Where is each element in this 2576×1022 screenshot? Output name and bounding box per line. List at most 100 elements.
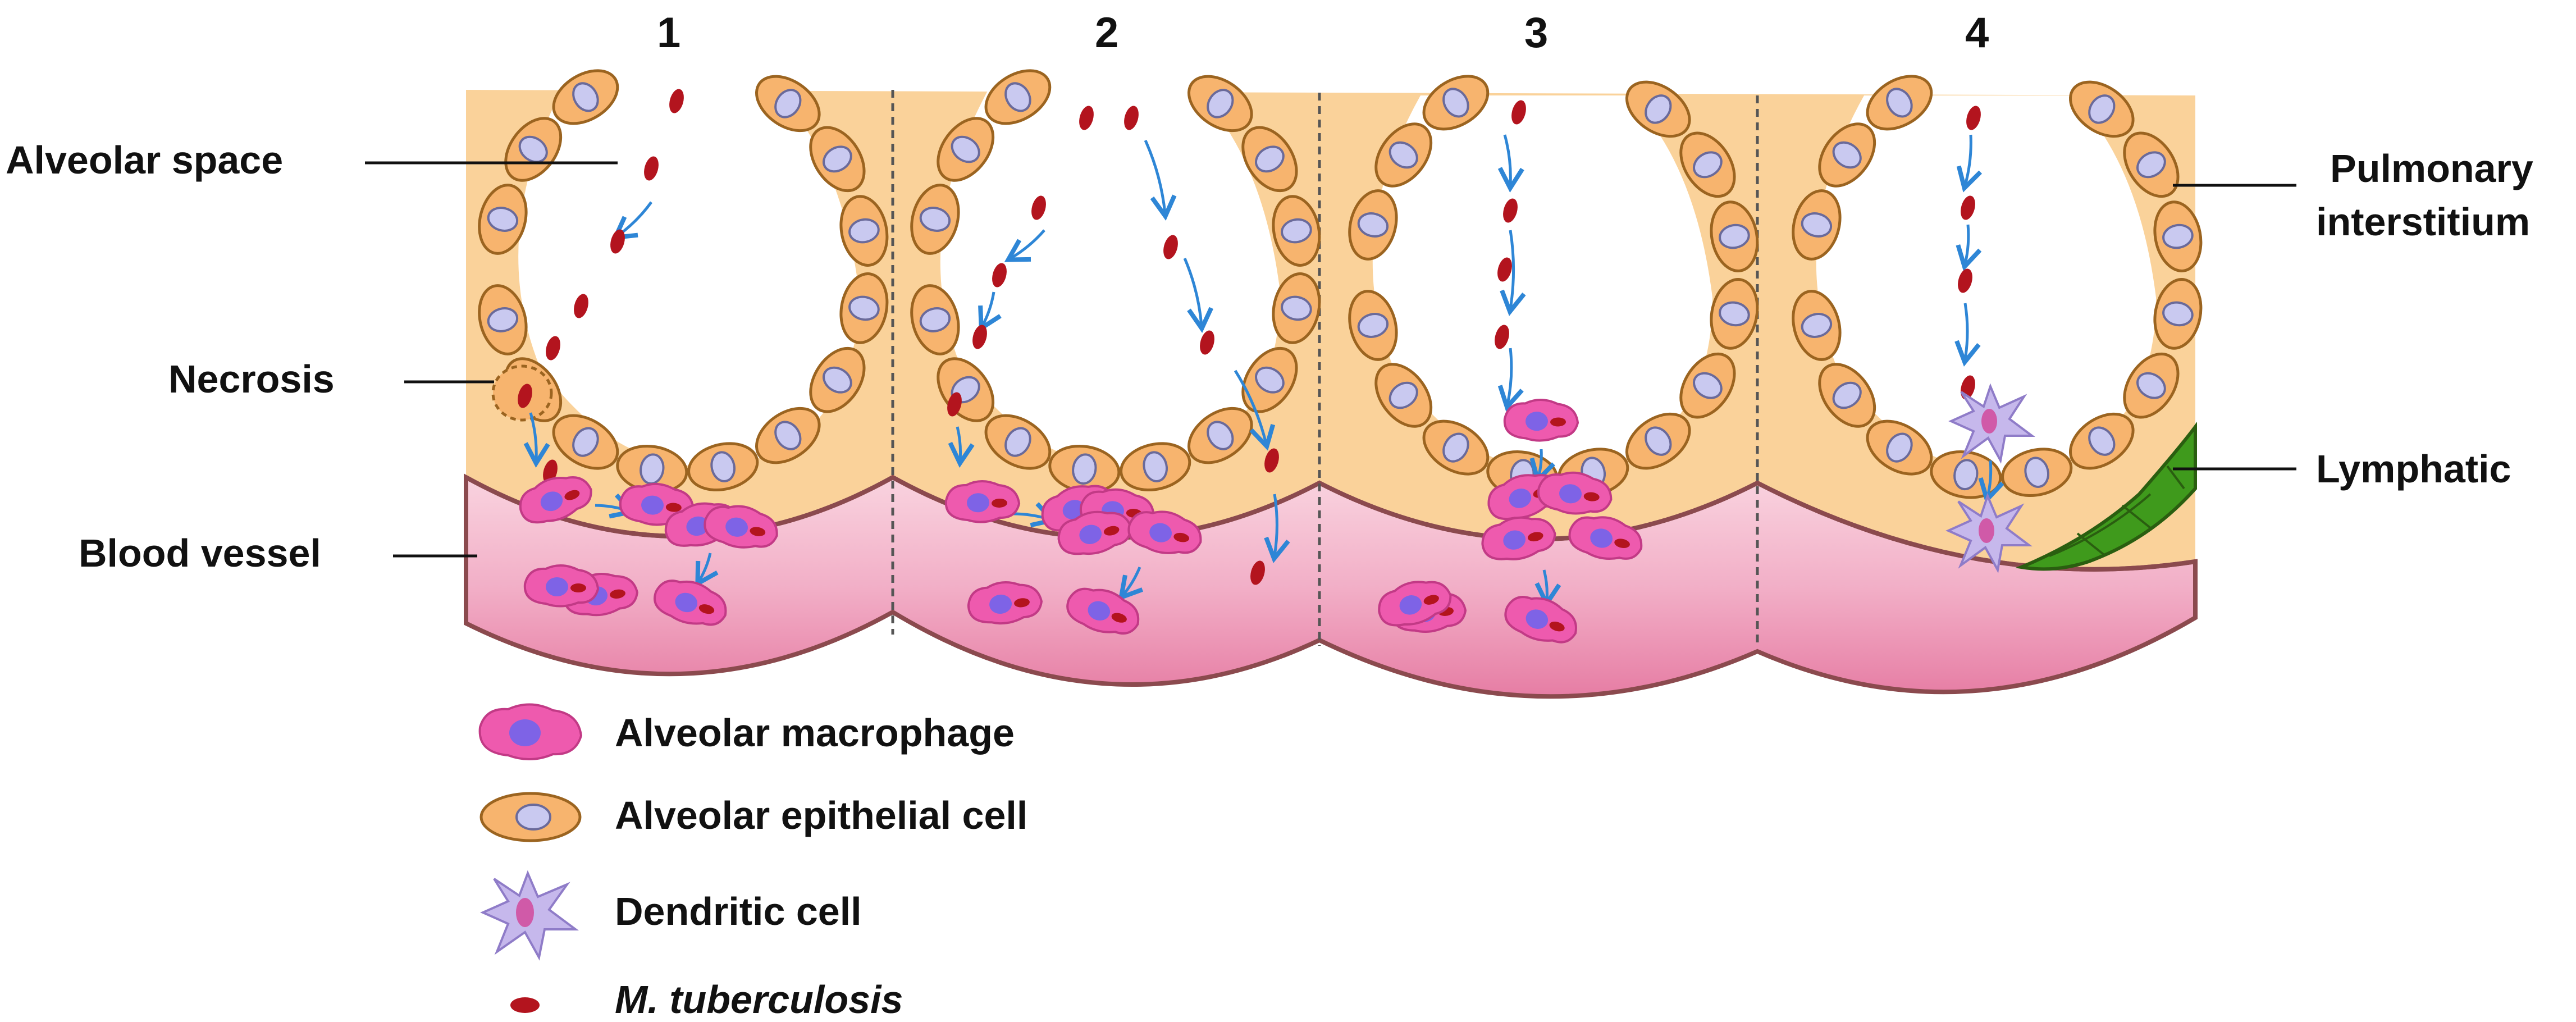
bacterium [1961, 195, 1975, 220]
epithelial-cell [809, 126, 866, 193]
bacterium [947, 392, 962, 417]
lymphatic-vessel [2015, 422, 2197, 571]
migration-arrow [1144, 139, 1177, 221]
epithelial-cell [2153, 278, 2203, 350]
migration-arrow [978, 291, 1002, 332]
panel-number-3: 3 [1524, 9, 1549, 57]
bacterium [518, 384, 532, 408]
macrophage [967, 581, 1043, 625]
epithelial-cell [2123, 352, 2180, 419]
bacterium [610, 229, 625, 254]
migration-arrow [1954, 303, 1981, 367]
epithelial-cell [1679, 352, 1736, 419]
bacterium [1497, 257, 1512, 282]
migration-arrow [1956, 134, 1983, 193]
bacterium [1958, 268, 1972, 293]
epithelial-cell [755, 407, 821, 464]
migration-arrow [1497, 134, 1524, 193]
epithelial-cell [504, 117, 563, 182]
migration-arrows [523, 134, 2004, 609]
bacterium [669, 89, 684, 113]
epithelial-cell [839, 272, 889, 344]
migration-arrow [1534, 569, 1561, 609]
epithelial-cell [1348, 189, 1398, 261]
epithelial-cell [1792, 189, 1842, 261]
epithelial-cell [809, 346, 866, 413]
panel-number-2: 2 [1095, 9, 1119, 57]
migration-arrow [523, 412, 550, 468]
epithelial-cell [1120, 442, 1191, 492]
bacterium [1079, 106, 1094, 130]
migration-arrow [948, 426, 975, 468]
panel-number-1: 1 [657, 9, 681, 57]
epithelial-cell [478, 184, 528, 255]
pulmonary-interstitium [466, 90, 2195, 595]
epithelial-cell [1241, 126, 1298, 193]
epithelial-cells [478, 69, 2203, 499]
epithelial-cell [1048, 444, 1121, 494]
migration-arrow [1234, 369, 1276, 451]
epithelial-cell [910, 284, 960, 355]
epithelial-cell [1374, 363, 1433, 428]
epithelial-cell [2001, 448, 2073, 498]
bacterium-icon [510, 997, 540, 1013]
epithelial-cell [1187, 75, 1253, 133]
macrophage [1066, 587, 1140, 635]
dendritic-cell [1948, 383, 2035, 464]
epithelial-cell [755, 75, 821, 133]
bacterium [1163, 235, 1178, 259]
epithelial-cell [1272, 195, 1321, 267]
epithelial-cell [2123, 131, 2180, 198]
epithelial-cell [1866, 419, 1933, 476]
bacterium [574, 294, 588, 318]
epithelial-cell-icon [479, 792, 582, 842]
epithelial-cell [984, 414, 1052, 470]
macrophage-icon [478, 703, 583, 760]
dendritic-cells [1945, 383, 2035, 573]
epithelial-cell [1866, 75, 1933, 131]
migration-arrow [1500, 230, 1526, 316]
lymphatic-label: Lymphatic [2316, 447, 2511, 491]
migration-arrow [1956, 224, 1982, 271]
macrophage [1057, 510, 1132, 555]
epithelial-cell [478, 284, 528, 355]
bacterium [1966, 106, 1981, 130]
legend-icons [478, 703, 583, 1013]
legend-bacterium-label: M. tuberculosis [615, 978, 903, 1021]
bacteria [518, 89, 1981, 585]
pulmonary-interstitium-label-line1: Pulmonary [2330, 147, 2533, 190]
epithelial-cell [1187, 407, 1253, 464]
alveolar-space-label: Alveolar space [6, 138, 284, 182]
legend-dendritic-label: Dendritic cell [615, 889, 862, 933]
macrophage [1503, 398, 1579, 442]
epithelial-cell [1710, 278, 1759, 350]
epithelial-cell [2069, 80, 2135, 138]
bacterium [546, 336, 560, 361]
migration-arrow [1978, 460, 2004, 504]
necrosis-label: Necrosis [168, 357, 335, 401]
bacterium [992, 263, 1007, 288]
macrophage [1481, 516, 1556, 560]
epithelial-cell [552, 414, 619, 470]
dendritic-cell [1945, 492, 2033, 573]
dendritic-cell-icon [480, 870, 579, 961]
pulmonary-interstitium-label-line2: interstitium [2316, 200, 2531, 244]
bacterium [1031, 195, 1046, 220]
migration-arrow [1004, 229, 1045, 262]
epithelial-cell [1348, 290, 1398, 361]
macrophage [1378, 581, 1452, 627]
migration-arrow [1183, 258, 1213, 334]
macrophages [519, 398, 1643, 644]
epithelial-cell [937, 117, 995, 182]
bacterium [1124, 106, 1139, 130]
bacterium [1264, 448, 1279, 473]
legend-epithelial-label: Alveolar epithelial cell [615, 793, 1028, 837]
macrophage [654, 580, 727, 626]
bacterium [1495, 325, 1509, 349]
epithelial-cell [984, 69, 1052, 125]
epithelial-cell [687, 442, 759, 492]
bacterium [644, 156, 659, 181]
blood-vessel-label: Blood vessel [79, 531, 321, 575]
epithelial-cell [1818, 122, 1876, 188]
epithelial-cell [1422, 419, 1490, 476]
